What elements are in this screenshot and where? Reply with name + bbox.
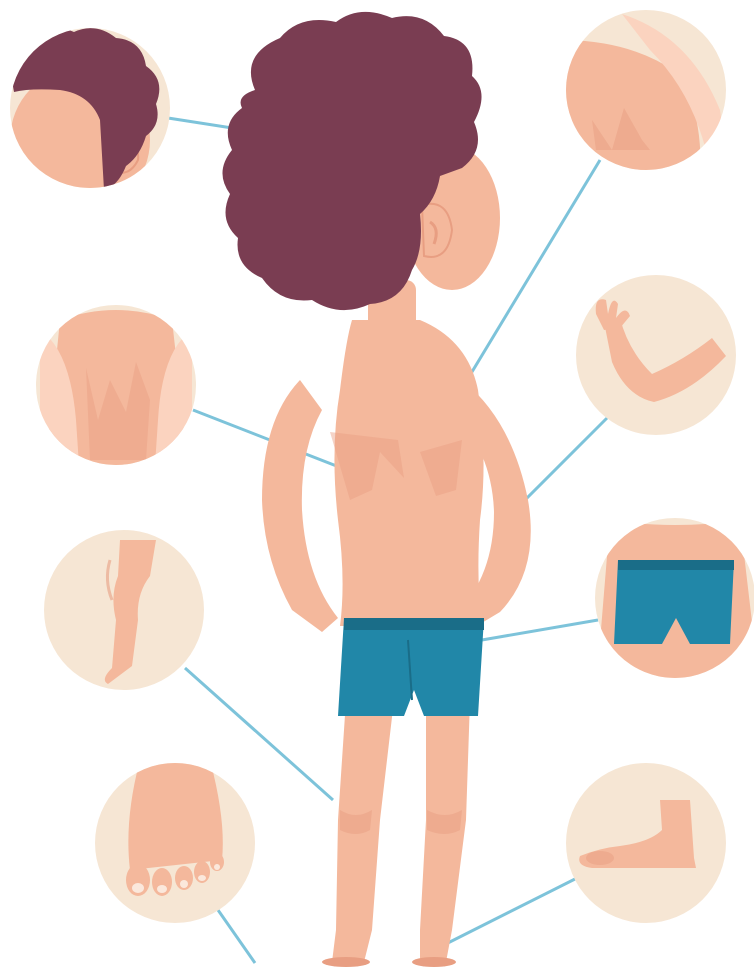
callout-shorts bbox=[595, 518, 754, 690]
callout-hair bbox=[10, 28, 170, 212]
callout-back bbox=[36, 305, 196, 480]
connector-toes bbox=[218, 910, 255, 963]
callout-shoulder bbox=[560, 10, 730, 180]
head bbox=[222, 12, 500, 310]
callout-foot bbox=[566, 763, 726, 923]
back-icon bbox=[40, 310, 192, 480]
callout-leg bbox=[44, 530, 204, 690]
shorts bbox=[338, 618, 484, 716]
callout-toes bbox=[95, 760, 255, 923]
callout-arm bbox=[576, 275, 736, 435]
boy-figure bbox=[222, 12, 530, 967]
legs bbox=[322, 700, 470, 967]
hair-icon bbox=[10, 28, 159, 212]
shorts-icon bbox=[596, 520, 754, 690]
